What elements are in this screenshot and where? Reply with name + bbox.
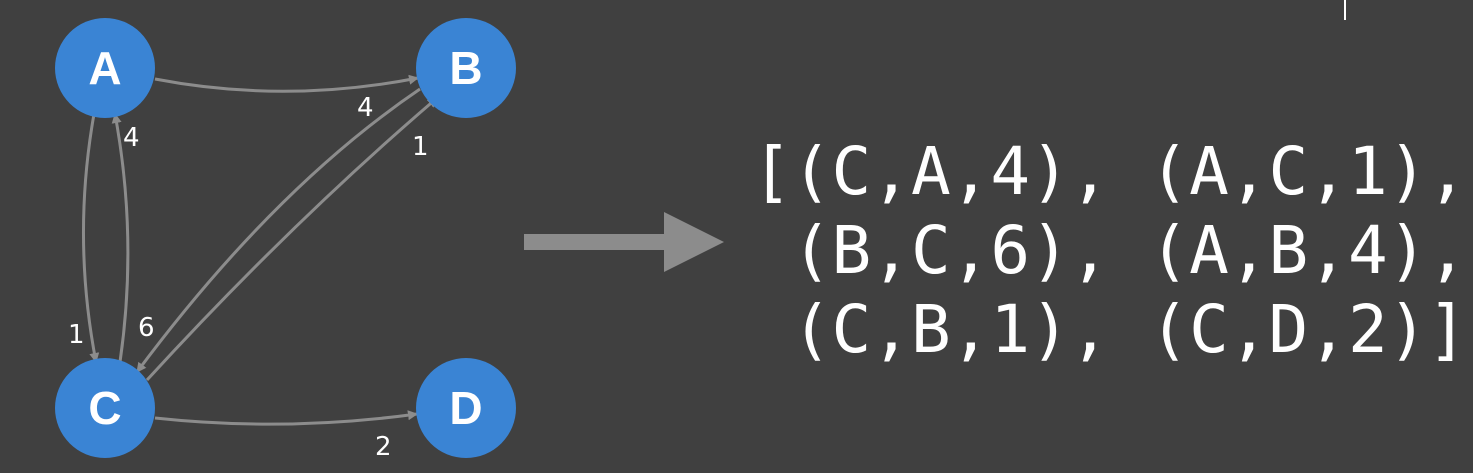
edge-b-c <box>135 87 421 373</box>
divider <box>1344 0 1346 20</box>
node-c: C <box>55 358 155 458</box>
node-a-label: A <box>88 42 121 94</box>
edge-c-b <box>145 96 438 382</box>
node-b: B <box>416 18 516 118</box>
edge-label-c-b: 1 <box>412 132 429 162</box>
edge-a-b <box>154 74 419 93</box>
edge-label-a-b: 4 <box>357 93 374 123</box>
edge-list-line: (C,B,1), (C,D,2)] <box>752 291 1468 368</box>
node-c-label: C <box>88 382 121 434</box>
edge-label-a-c: 1 <box>68 320 85 350</box>
edge-a-c <box>82 113 100 363</box>
edge-c-d <box>154 410 418 426</box>
node-a: A <box>55 18 155 118</box>
node-b-label: B <box>449 42 482 94</box>
edge-c-a <box>111 113 130 363</box>
edge-list-line: (B,C,6), (A,B,4), <box>752 212 1468 289</box>
edge-label-c-a: 4 <box>123 123 140 153</box>
node-d-label: D <box>449 382 482 434</box>
edge-label-b-c: 6 <box>138 313 155 343</box>
edge-list-text: [(C,A,4), (A,C,1), (B,C,6), (A,B,4), (C,… <box>752 132 1467 369</box>
node-d: D <box>416 358 516 458</box>
edge-label-c-d: 2 <box>375 432 392 462</box>
right-arrow-icon <box>524 212 724 272</box>
edge-list-line: [(C,A,4), (A,C,1), <box>752 133 1468 210</box>
